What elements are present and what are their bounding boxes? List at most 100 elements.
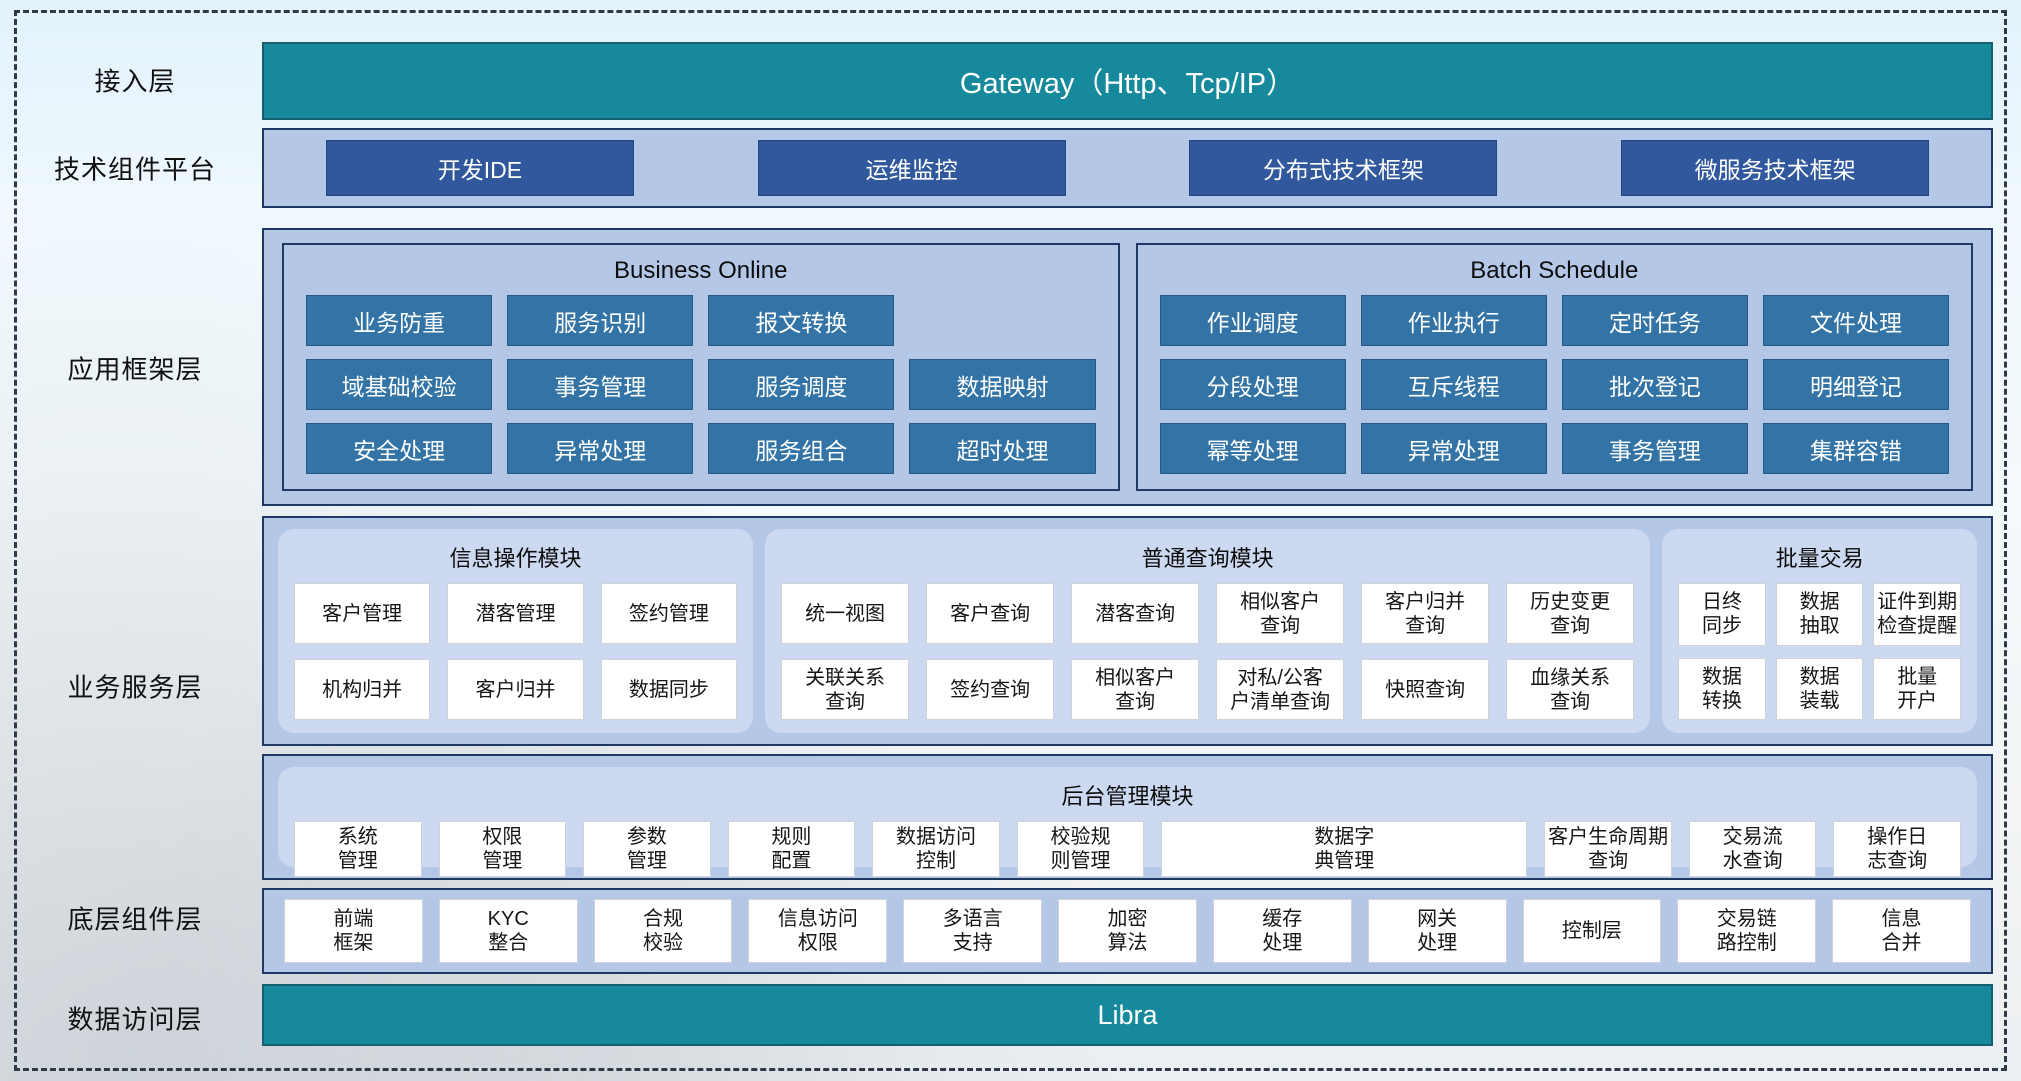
business-online-title: Business Online: [614, 257, 788, 284]
layer-label-tech: 技术组件平台: [53, 154, 216, 185]
component-chip: 前端 框架: [284, 899, 423, 963]
component-chip: 交易链 路控制: [1677, 899, 1817, 963]
framework-module: 定时任务: [1561, 295, 1748, 346]
framework-module: 明细登记: [1762, 359, 1949, 410]
framework-module: 异常处理: [1360, 423, 1547, 474]
libra-title: Libra: [1097, 999, 1158, 1030]
batch-schedule-row2: 分段处理互斥线程批次登记明细登记: [1159, 359, 1949, 410]
admin-module-chips: 系统 管理权限 管理参数 管理规则 配置数据访问 控制校验规 则管理数据字 典管…: [294, 821, 1961, 877]
service-chip: 快照查询: [1361, 659, 1490, 720]
framework-module: 事务管理: [1561, 423, 1748, 474]
service-chip: 校验规 则管理: [1016, 821, 1145, 877]
service-chip: 规则 配置: [727, 821, 856, 877]
layer-label-framework: 应用框架层: [67, 354, 203, 385]
framework-module: 安全处理: [306, 423, 493, 474]
service-chip: 数据 抽取: [1775, 583, 1864, 646]
service-chip: 参数 管理: [583, 821, 711, 877]
service-chip: 数据访问 控制: [872, 821, 1000, 877]
framework-module: 服务组合: [708, 423, 895, 474]
framework-module: 异常处理: [507, 423, 694, 474]
app-framework-container: Business Online 业务防重服务识别报文转换 域基础校验事务管理服务…: [262, 228, 1993, 506]
query-module-panel: 普通查询模块 统一视图客户查询潜客查询相似客户 查询客户归并 查询历史变更 查询…: [765, 529, 1651, 733]
service-chip: 交易流 水查询: [1688, 821, 1817, 877]
framework-module: 域基础校验: [306, 359, 493, 410]
layer-label-data: 数据访问层: [67, 1004, 203, 1035]
info-module-panel: 信息操作模块 客户管理潜客管理签约管理机构归并客户归并数据同步: [278, 529, 754, 733]
service-chip: 权限 管理: [438, 821, 567, 877]
component-chip: 控制层: [1522, 899, 1662, 963]
business-service-container: 信息操作模块 客户管理潜客管理签约管理机构归并客户归并数据同步 普通查询模块 统…: [262, 516, 1993, 746]
query-module-title: 普通查询模块: [1141, 546, 1274, 571]
framework-module: 服务调度: [708, 359, 895, 410]
tech-platform-button: 开发IDE: [325, 140, 634, 196]
service-chip: 机构归并: [294, 659, 431, 720]
framework-module: 超时处理: [909, 423, 1096, 474]
framework-module: 文件处理: [1762, 295, 1949, 346]
batch-schedule-row1: 作业调度作业执行定时任务文件处理: [1159, 295, 1949, 346]
service-chip: 日终 同步: [1678, 583, 1766, 646]
admin-module-title: 后台管理模块: [1061, 784, 1194, 809]
component-chip: 加密 算法: [1058, 899, 1197, 963]
batch-schedule-row3: 幂等处理异常处理事务管理集群容错: [1159, 423, 1949, 474]
service-chip: 系统 管理: [294, 821, 422, 877]
service-chip: 相似客户 查询: [1216, 583, 1345, 644]
service-chip: 统一视图: [781, 583, 910, 644]
gateway-title: Gateway（Http、Tcp/IP）: [959, 68, 1296, 100]
framework-module: 报文转换: [708, 295, 895, 346]
business-online-row1: 业务防重服务识别报文转换: [306, 295, 1096, 346]
component-chip: 信息 合并: [1832, 899, 1971, 963]
service-chip: 关联关系 查询: [781, 659, 910, 720]
component-chip: 缓存 处理: [1212, 899, 1352, 963]
component-chip: 合规 校验: [593, 899, 733, 963]
service-chip: 客户归并 查询: [1361, 583, 1490, 644]
layer-label-access: 接入层: [94, 66, 176, 97]
batch-module-chips: 日终 同步数据 抽取证件到期 检查提醒数据 转换数据 装载批量 开户: [1678, 583, 1961, 720]
service-chip: 历史变更 查询: [1506, 583, 1635, 644]
component-chip: 网关 处理: [1367, 899, 1507, 963]
service-chip: 血缘关系 查询: [1506, 659, 1635, 720]
service-chip: 签约管理: [600, 583, 738, 644]
service-chip: 客户生命周期查询: [1544, 821, 1672, 877]
framework-module: 批次登记: [1561, 359, 1748, 410]
service-chip: 客户查询: [926, 583, 1055, 644]
service-chip: 潜客管理: [447, 583, 584, 644]
tech-platform-button: 微服务技术框架: [1621, 140, 1930, 196]
libra-bar: Libra: [262, 984, 1993, 1046]
service-chip: 签约查询: [926, 659, 1055, 720]
batch-schedule-title: Batch Schedule: [1470, 257, 1639, 284]
service-chip: 客户归并: [447, 659, 584, 720]
framework-module: 幂等处理: [1159, 423, 1346, 474]
gateway-bar: Gateway（Http、Tcp/IP）: [262, 42, 1993, 120]
framework-module: 数据映射: [909, 359, 1096, 410]
layer-label-service: 业务服务层: [67, 672, 203, 703]
framework-module: 作业调度: [1159, 295, 1346, 346]
batch-module-title: 批量交易: [1775, 546, 1864, 571]
batch-schedule-group: Batch Schedule 作业调度作业执行定时任务文件处理 分段处理互斥线程…: [1135, 243, 1973, 491]
business-online-row2: 域基础校验事务管理服务调度数据映射: [306, 359, 1096, 410]
framework-module: 事务管理: [507, 359, 694, 410]
framework-module: 服务识别: [507, 295, 694, 346]
layer-label-base: 底层组件层: [67, 904, 203, 935]
service-chip: 数据 装载: [1775, 657, 1864, 720]
service-chip: 相似客户 查询: [1071, 659, 1200, 720]
service-chip: 批量 开户: [1873, 657, 1961, 720]
service-chip: 客户管理: [294, 583, 431, 644]
component-chip: 信息访问 权限: [748, 899, 888, 963]
service-chip: 对私/公客 户清单查询: [1216, 659, 1345, 720]
framework-module: 互斥线程: [1360, 359, 1547, 410]
framework-module: 分段处理: [1159, 359, 1346, 410]
tech-platform-button: 分布式技术框架: [1189, 140, 1498, 196]
service-chip: 数据字 典管理: [1161, 821, 1528, 877]
service-chip: 潜客查询: [1071, 583, 1200, 644]
batch-module-panel: 批量交易 日终 同步数据 抽取证件到期 检查提醒数据 转换数据 装载批量 开户: [1662, 529, 1977, 733]
service-chip: 操作日 志查询: [1833, 821, 1961, 877]
framework-module: 集群容错: [1762, 423, 1949, 474]
service-chip: 数据同步: [600, 659, 738, 720]
info-module-chips: 客户管理潜客管理签约管理机构归并客户归并数据同步: [294, 583, 738, 720]
component-chip: 多语言 支持: [903, 899, 1043, 963]
query-module-chips: 统一视图客户查询潜客查询相似客户 查询客户归并 查询历史变更 查询关联关系 查询…: [781, 583, 1635, 720]
